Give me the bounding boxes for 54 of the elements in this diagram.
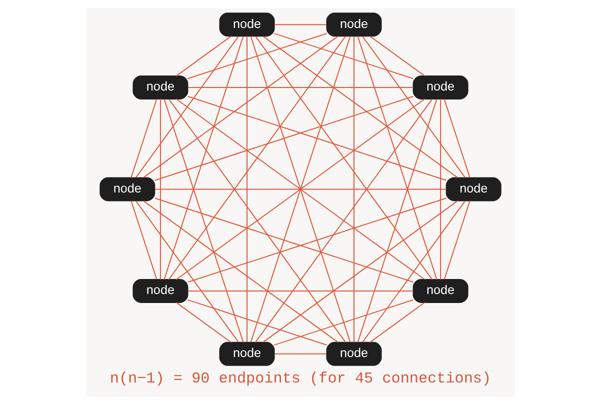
- connector: [356, 36, 437, 280]
- connector: [163, 99, 244, 343]
- connector: [246, 36, 248, 342]
- connector: [368, 302, 424, 343]
- connector: [274, 24, 326, 26]
- connector: [175, 302, 231, 343]
- connector: [187, 198, 446, 283]
- node-box: node: [326, 12, 382, 37]
- connector: [186, 299, 326, 346]
- connector: [130, 98, 157, 178]
- node-box: node: [99, 177, 155, 202]
- connector: [187, 87, 413, 88]
- connector: [274, 32, 413, 80]
- node-box: node: [218, 12, 274, 37]
- connector: [168, 36, 346, 280]
- node-box: node: [412, 76, 468, 100]
- connector: [154, 96, 413, 181]
- connector: [187, 96, 446, 181]
- node-box: node: [132, 76, 188, 100]
- connector: [362, 36, 465, 178]
- connector: [250, 36, 350, 342]
- connector: [362, 200, 465, 342]
- connector: [440, 98, 441, 280]
- node-box: node: [218, 342, 274, 366]
- connector: [262, 200, 458, 342]
- connector: [135, 36, 238, 178]
- connector: [154, 188, 446, 190]
- connector: [262, 36, 458, 178]
- connector: [142, 200, 338, 343]
- node-box: node: [412, 279, 468, 303]
- connector: [443, 200, 470, 280]
- connector: [254, 98, 432, 343]
- connector: [135, 200, 238, 342]
- caption: n(n−1) = 90 endpoints (for 45 connections): [109, 369, 491, 388]
- connector: [443, 98, 470, 178]
- connector: [142, 36, 338, 178]
- connector: [274, 299, 413, 346]
- connector: [175, 36, 231, 76]
- connector: [254, 36, 432, 280]
- connector: [187, 290, 413, 292]
- connector: [356, 99, 437, 343]
- connector: [154, 198, 413, 283]
- connector: [159, 98, 160, 280]
- connector: [175, 98, 424, 280]
- connector: [163, 36, 244, 280]
- node-box: node: [326, 342, 382, 366]
- connector: [274, 353, 326, 354]
- connector: [352, 36, 354, 342]
- node-box: node: [445, 177, 501, 202]
- connector: [186, 33, 326, 80]
- connector: [168, 98, 346, 343]
- connector: [130, 200, 157, 280]
- node-box: node: [132, 279, 188, 303]
- connector: [368, 36, 424, 76]
